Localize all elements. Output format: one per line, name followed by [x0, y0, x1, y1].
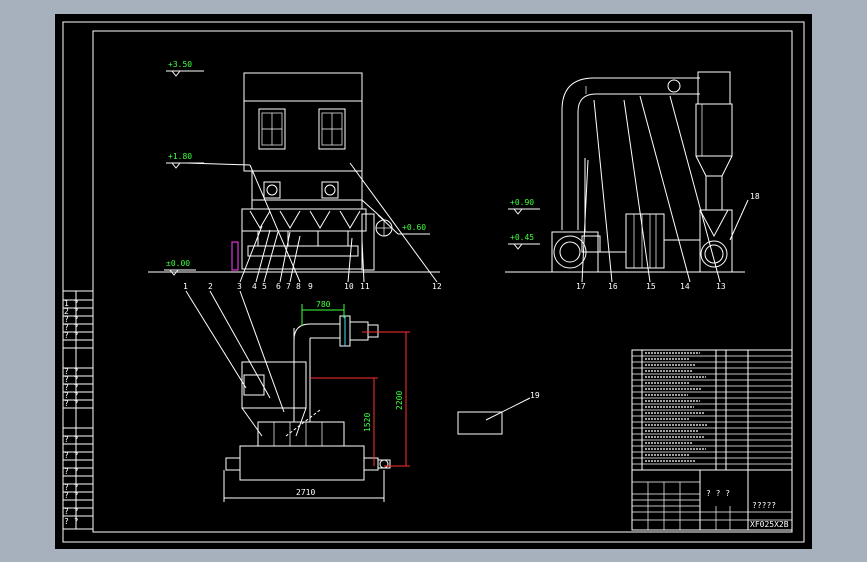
elevation-zero: ±0.00 [166, 259, 190, 268]
elevation-markers: +3.50 +1.80 ±0.00 +0.60 +0.90 +0.45 [164, 60, 540, 276]
callout-1: 1 [183, 282, 188, 291]
callout-11: 11 [360, 282, 370, 291]
callout-15: 15 [646, 282, 656, 291]
callout-2: 2 [208, 282, 213, 291]
side-mark: ? ? [64, 491, 79, 500]
callout-16: 16 [608, 282, 618, 291]
dimension-1520: 1520 [363, 413, 372, 432]
elevation-right-b: +0.45 [510, 233, 534, 242]
dimension-780: 780 [316, 300, 331, 309]
dimensions: 780 2200 1520 2710 [223, 300, 410, 502]
outer-border [62, 21, 805, 543]
plan-callouts: 1 2 3 [183, 282, 242, 291]
side-callouts: 17 16 15 14 13 18 [576, 192, 760, 291]
callout-19: 19 [530, 391, 540, 400]
front-callouts: 4 5 6 7 8 9 10 11 12 [252, 282, 442, 291]
callout-13: 13 [716, 282, 726, 291]
dimension-2200: 2200 [395, 391, 404, 410]
item-19: 19 [457, 391, 540, 435]
side-mark: ? ? [64, 391, 79, 400]
side-mark: ? ? [64, 467, 79, 476]
side-mark: ? ? [64, 435, 79, 444]
callout-4: 4 [252, 282, 257, 291]
title-block: ? ? ? ????? XF025X2B [631, 469, 793, 531]
elevation-mid: +1.80 [168, 152, 192, 161]
front-view [148, 72, 440, 283]
dimension-2710: 2710 [296, 488, 315, 497]
callout-12: 12 [432, 282, 442, 291]
callout-18: 18 [750, 192, 760, 201]
inner-border [92, 30, 793, 533]
drawing-code: XF025X2B [750, 520, 789, 529]
plan-view [185, 290, 391, 481]
elevation-fan: +0.60 [402, 223, 426, 232]
side-mark: ? ? [64, 483, 79, 492]
callout-17: 17 [576, 282, 586, 291]
side-view [505, 71, 749, 283]
callout-9: 9 [308, 282, 313, 291]
callout-10: 10 [344, 282, 354, 291]
callout-6: 6 [276, 282, 281, 291]
title-name: ? ? ? [706, 489, 730, 498]
elevation-top: +3.50 [168, 60, 192, 69]
side-mark: ? ? [64, 375, 79, 384]
side-mark: ? ? [64, 323, 79, 332]
callout-5: 5 [262, 282, 267, 291]
callout-7: 7 [286, 282, 291, 291]
callout-3: 3 [237, 282, 242, 291]
side-mark: 2 ? [64, 307, 79, 316]
side-mark: ? ? [64, 517, 79, 526]
side-strip: 1 ? 2 ? ? ? ? ? ? ? ? ? ? ? ? ? ? ? ? ? … [62, 290, 94, 530]
side-mark: ? ? [64, 507, 79, 516]
side-mark: ? ? [64, 315, 79, 324]
callout-14: 14 [680, 282, 690, 291]
callout-8: 8 [296, 282, 301, 291]
side-mark: ? ? [64, 331, 79, 340]
side-mark: ? ? [64, 367, 79, 376]
drawing-name: ????? [752, 501, 776, 510]
side-mark: ? ? [64, 399, 79, 408]
drawing-canvas [55, 14, 812, 549]
side-mark: ? ? [64, 451, 79, 460]
elevation-right-a: +0.90 [510, 198, 534, 207]
parts-list [631, 349, 793, 471]
side-mark: 1 ? [64, 299, 79, 308]
side-mark: ? ? [64, 383, 79, 392]
